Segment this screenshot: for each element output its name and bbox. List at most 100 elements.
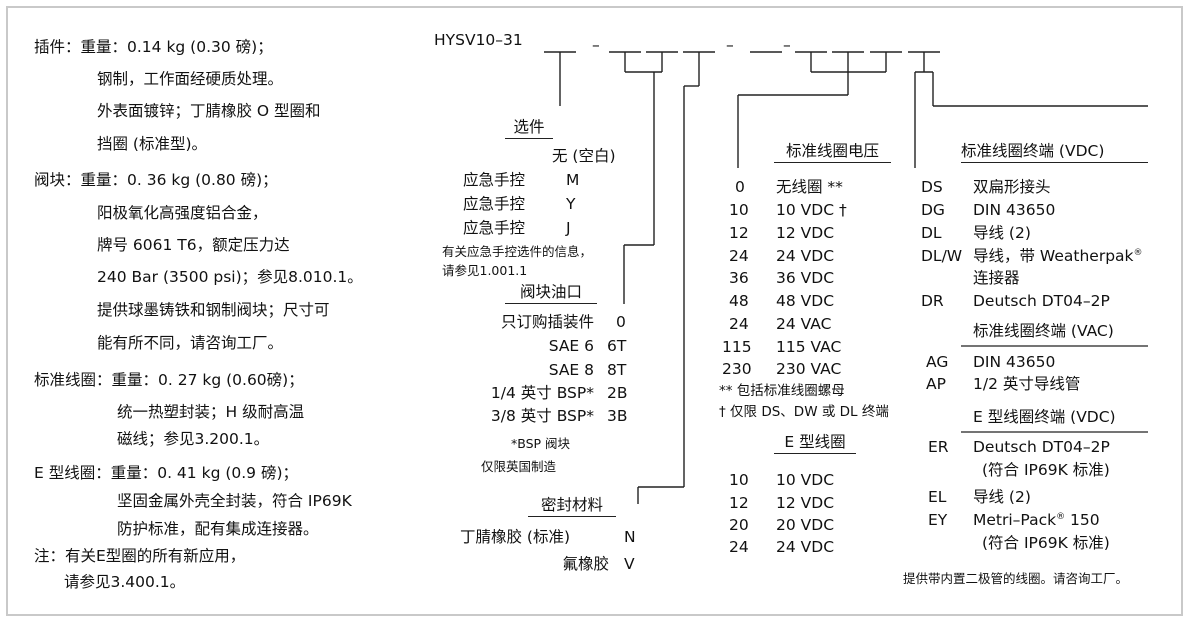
options-row-1-code: M	[566, 171, 580, 189]
term-ag-label: DIN 43650	[973, 353, 1056, 371]
ports-row-4-code: 3B	[607, 407, 628, 425]
term-er-label-2: (符合 IP69K 标准)	[982, 461, 1110, 479]
note-line-2: 请参见3.400.1。	[64, 573, 186, 591]
std-voltage-code-4: 36	[729, 269, 749, 287]
options-note-1: 有关应急手控选件的信息，	[442, 244, 593, 259]
term-vac-title: 标准线圈终端 (VAC)	[973, 322, 1114, 340]
seals-row-0-code: N	[624, 528, 636, 546]
std-voltage-label-8: 230 VAC	[776, 360, 842, 378]
ports-row-3-code: 2B	[607, 384, 628, 402]
ports-row-2-code: 8T	[607, 361, 627, 379]
std-voltage-label-1: 10 VDC †	[776, 201, 847, 219]
page-frame: 插件：重量：0.14 kg (0.30 磅)； 钢制，工作面经硬质处理。 外表面…	[6, 6, 1183, 616]
ports-row-0-label: 只订购插装件	[500, 313, 594, 331]
std-voltage-code-8: 230	[722, 360, 752, 378]
e-voltage-title: E 型线圈	[774, 433, 856, 454]
options-row-1-label: 应急手控	[463, 171, 526, 189]
insert-spec-line-3: 外表面镀锌；丁腈橡胶 O 型圈和	[97, 102, 321, 120]
std-voltage-code-2: 12	[729, 224, 749, 242]
body-spec-line-5: 提供球墨铸铁和钢制阀块；尺寸可	[97, 301, 330, 319]
std-voltage-label-3: 24 VDC	[776, 247, 835, 265]
insert-spec-line-1: 插件：重量：0.14 kg (0.30 磅)；	[34, 38, 273, 56]
e-voltage-code-0: 10	[729, 471, 749, 489]
ports-row-3-label: 1/4 英寸 BSP*	[490, 384, 594, 402]
term-ap-label: 1/2 英寸导线管	[973, 375, 1081, 393]
e-voltage-code-2: 20	[729, 516, 749, 534]
ports-note-1: *BSP 阀块	[511, 436, 571, 451]
ports-row-4-label: 3/8 英寸 BSP*	[490, 407, 594, 425]
body-spec-line-6: 能有所不同，请咨询工厂。	[97, 334, 284, 352]
term-ds-label: 双扁形接头	[973, 178, 1051, 196]
std-voltage-note-2: † 仅限 DS、DW 或 DL 终端	[719, 404, 889, 420]
term-ds-code: DS	[921, 178, 943, 196]
std-voltage-code-0: 0	[735, 178, 745, 196]
std-voltage-title: 标准线圈电压	[774, 142, 891, 163]
std-voltage-label-2: 12 VDC	[776, 224, 835, 242]
options-row-3-code: J	[566, 219, 571, 237]
term-er-label: Deutsch DT04–2P	[973, 438, 1110, 456]
connector-lines	[544, 51, 1148, 504]
ports-note-2: 仅限英国制造	[481, 459, 557, 474]
term-ap-code: AP	[926, 375, 946, 393]
footer-note: 提供带内置二极管的线圈。请咨询工厂。	[903, 571, 1129, 586]
e-voltage-label-1: 12 VDC	[776, 494, 835, 512]
term-el-label: 导线 (2)	[973, 488, 1031, 506]
body-spec-line-2: 阳极氧化高强度铝合金，	[97, 204, 268, 222]
term-dg-code: DG	[921, 201, 945, 219]
term-dl-code: DL	[921, 224, 942, 242]
std-voltage-label-7: 115 VAC	[776, 338, 842, 356]
options-title: 选件	[505, 118, 553, 139]
term-dlw-label: 导线，带 Weatherpak®	[973, 247, 1143, 265]
options-row-0: 无 (空白)	[552, 147, 616, 165]
ecoil-spec-line-3: 防护标准，配有集成连接器。	[117, 520, 319, 538]
e-voltage-label-0: 10 VDC	[776, 471, 835, 489]
term-ey-label: Metri–Pack® 150	[973, 511, 1100, 529]
options-row-2-label: 应急手控	[463, 195, 526, 213]
std-voltage-code-3: 24	[729, 247, 749, 265]
std-voltage-label-4: 36 VDC	[776, 269, 835, 287]
insert-spec-line-2: 钢制，工作面经硬质处理。	[97, 70, 284, 88]
std-voltage-code-1: 10	[729, 201, 749, 219]
ecoil-spec-line-2: 坚固金属外壳全封装，符合 IP69K	[117, 492, 352, 510]
e-voltage-code-3: 24	[729, 538, 749, 556]
note-line-1: 注：有关E型圈的所有新应用，	[34, 547, 246, 565]
ports-row-1-code: 6T	[607, 337, 627, 355]
std-voltage-note-1: ** 包括标准线圈螺母	[719, 383, 845, 399]
coil-spec-line-2: 统一热塑封装；H 级耐高温	[117, 403, 305, 421]
ports-title: 阀块油口	[505, 283, 597, 304]
coil-spec-line-3: 磁线；参见3.200.1。	[117, 430, 270, 448]
model-code: HYSV10–31	[434, 31, 523, 49]
term-dlw-label-2: 连接器	[973, 269, 1020, 287]
std-voltage-code-6: 24	[729, 315, 749, 333]
term-vdc-title: 标准线圈终端 (VDC)	[961, 142, 1148, 163]
e-voltage-label-2: 20 VDC	[776, 516, 835, 534]
std-voltage-code-7: 115	[722, 338, 752, 356]
body-spec-line-4: 240 Bar (3500 psi)；参见8.010.1。	[97, 268, 363, 286]
model-dash-3: –	[783, 36, 791, 54]
options-note-2: 请参见1.001.1	[442, 263, 528, 278]
seals-row-1-code: V	[624, 555, 635, 573]
std-voltage-code-5: 48	[729, 292, 749, 310]
options-row-3-label: 应急手控	[463, 219, 526, 237]
term-ey-code: EY	[928, 511, 948, 529]
std-voltage-label-0: 无线圈 **	[776, 178, 843, 196]
term-el-code: EL	[928, 488, 947, 506]
term-er-code: ER	[928, 438, 949, 456]
model-dash-2: –	[726, 36, 734, 54]
coil-spec-line-1: 标准线圈：重量：0. 27 kg (0.60磅)；	[34, 371, 304, 389]
body-spec-line-3: 牌号 6061 T6，额定压力达	[97, 236, 290, 254]
term-ey-label-2: (符合 IP69K 标准)	[982, 534, 1110, 552]
ports-row-1-label: SAE 6	[548, 337, 594, 355]
term-dlw-code: DL/W	[921, 247, 963, 265]
term-dr-code: DR	[921, 292, 944, 310]
term-ag-code: AG	[926, 353, 949, 371]
term-dl-label: 导线 (2)	[973, 224, 1031, 242]
options-row-2-code: Y	[566, 195, 576, 213]
ports-row-0-code: 0	[616, 313, 626, 331]
model-dash-1: –	[592, 36, 600, 54]
term-e-title: E 型线圈终端 (VDC)	[973, 408, 1116, 426]
std-voltage-label-6: 24 VAC	[776, 315, 832, 333]
std-voltage-label-5: 48 VDC	[776, 292, 835, 310]
term-dg-label: DIN 43650	[973, 201, 1056, 219]
seals-row-0-label: 丁腈橡胶 (标准)	[460, 528, 571, 546]
